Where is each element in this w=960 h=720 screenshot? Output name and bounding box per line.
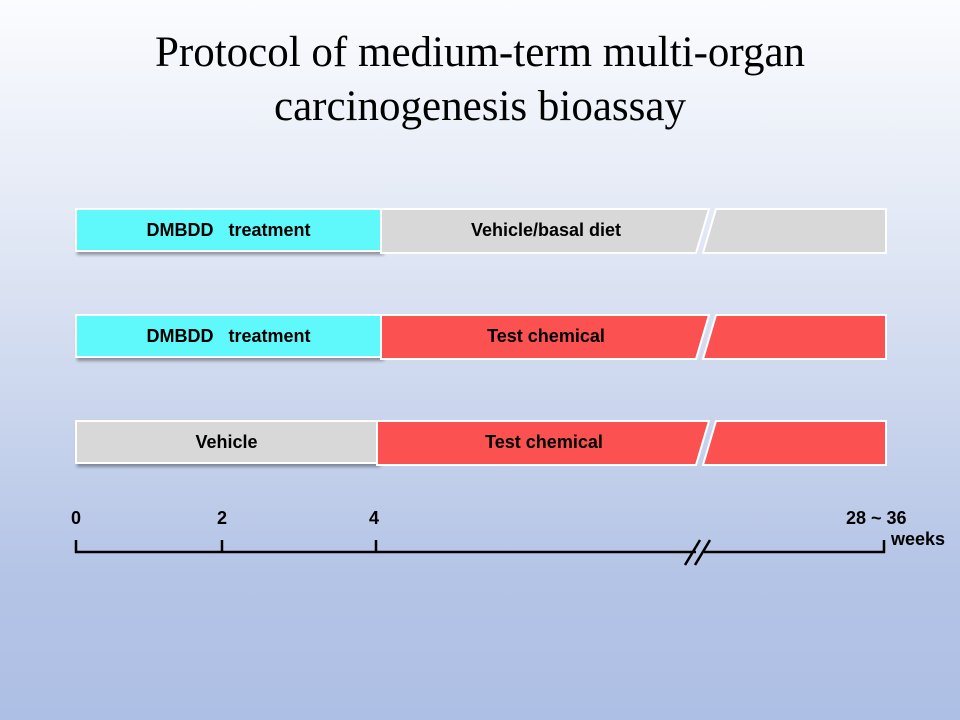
row-2-second-bar: [380, 314, 887, 360]
title-line-2: carcinogenesis bioassay: [274, 83, 686, 130]
row-1-first-label: DMBDD treatment: [146, 219, 311, 240]
row-2-second-label: Test chemical: [487, 325, 605, 346]
axis-unit-label: weeks: [891, 529, 946, 549]
axis-label-end: 28 ~ 36: [846, 508, 907, 528]
row-1-second-label: Vehicle/basal diet: [470, 219, 622, 240]
row-1-second-bar: [380, 208, 887, 254]
row-2-first-label: DMBDD treatment: [146, 325, 311, 346]
row-2-dmbdd-treatment-bar: DMBDD treatment: [75, 314, 382, 358]
axis-label-4: 4: [369, 508, 380, 528]
protocol-row-3: Vehicle Test chemical: [0, 420, 960, 466]
axis-break-mark-1: [683, 539, 702, 566]
row-1-dmbdd-treatment-bar: DMBDD treatment: [75, 208, 382, 252]
axis-label-2: 2: [217, 508, 228, 528]
protocol-row-1: DMBDD treatment Vehicle/basal diet: [0, 208, 960, 254]
axis-label-0: 0: [71, 508, 82, 528]
row-3-first-label: Vehicle: [195, 431, 258, 452]
row-3-second-bar: [376, 420, 887, 466]
page-title: Protocol of medium-term multi-organ carc…: [0, 26, 960, 134]
row-3-second-label: Test chemical: [485, 431, 603, 452]
title-line-1: Protocol of medium-term multi-organ: [154, 29, 806, 76]
axis-break-mark-2: [693, 539, 712, 566]
protocol-row-2: DMBDD treatment Test chemical: [0, 314, 960, 360]
